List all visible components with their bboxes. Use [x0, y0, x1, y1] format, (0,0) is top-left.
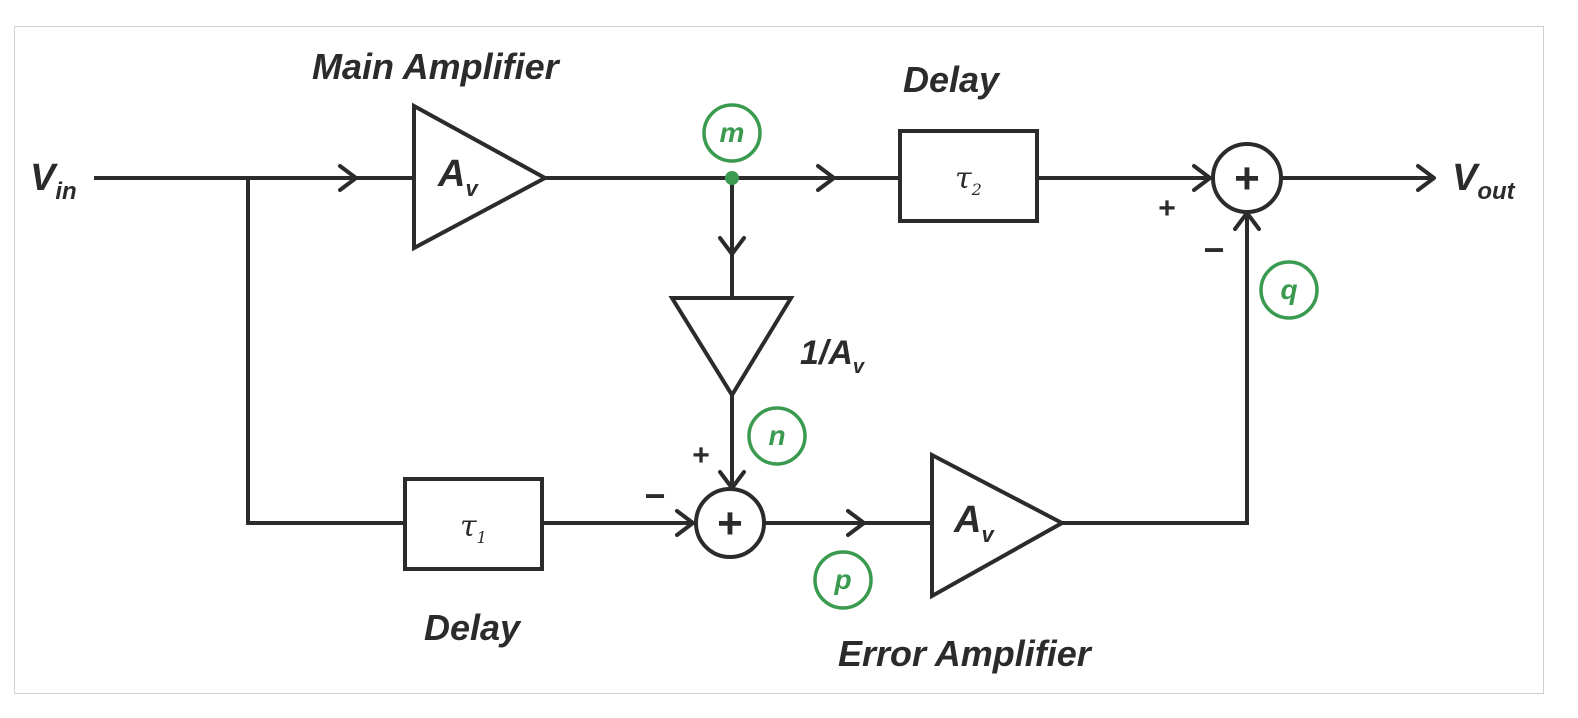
arrow-vin [338, 164, 358, 192]
delay-top-title: Delay [903, 59, 1001, 100]
vin-label: Vin [30, 157, 77, 205]
delay-bottom-title: Delay [424, 607, 522, 648]
vout-label: Vout [1452, 157, 1516, 205]
arrow-to-tau2 [816, 164, 836, 192]
output-summer-minus: − [1203, 229, 1224, 270]
tau1-label: τ1 [460, 509, 487, 547]
arrow-vout [1416, 164, 1436, 192]
output-summer-symbol: + [1234, 154, 1260, 203]
error-summer-symbol: + [717, 499, 743, 548]
node-q-label: q [1280, 274, 1297, 305]
inverse-gain-triangle [668, 296, 795, 399]
arrow-into-error-summer-left [675, 509, 695, 537]
delay-block-tau2 [898, 129, 1039, 223]
arrow-down-to-inv-gain [718, 236, 746, 256]
node-m-label: m [720, 117, 745, 148]
error-summer [694, 487, 766, 559]
node-p-label: p [833, 564, 851, 595]
error-amplifier-title: Error Amplifier [838, 633, 1093, 674]
output-summer-plus: + [1158, 192, 1176, 225]
main-amp-gain-label: Av [437, 153, 479, 201]
error-amp-gain-label: Av [953, 499, 995, 547]
error-summer-plus: + [692, 439, 710, 472]
node-p-ring [813, 550, 873, 610]
node-m-ring [702, 103, 762, 163]
main-amplifier-title: Main Amplifier [312, 46, 561, 87]
node-n-ring [747, 406, 807, 466]
delay-block-tau1 [403, 477, 544, 571]
inverse-gain-label: 1/Av [800, 334, 866, 378]
node-q-ring [1259, 260, 1319, 320]
output-summer [1211, 142, 1283, 214]
error-summer-minus: − [644, 475, 665, 516]
tau2-label: τ2 [955, 161, 982, 199]
arrow-into-output-summer [1192, 164, 1212, 192]
diagram-frame [14, 26, 1544, 694]
node-n-label: n [768, 420, 785, 451]
error-amplifier-triangle [930, 451, 1067, 600]
main-amplifier-triangle [412, 102, 550, 252]
node-m-dot [725, 171, 739, 185]
arrow-to-error-amp [846, 509, 866, 537]
